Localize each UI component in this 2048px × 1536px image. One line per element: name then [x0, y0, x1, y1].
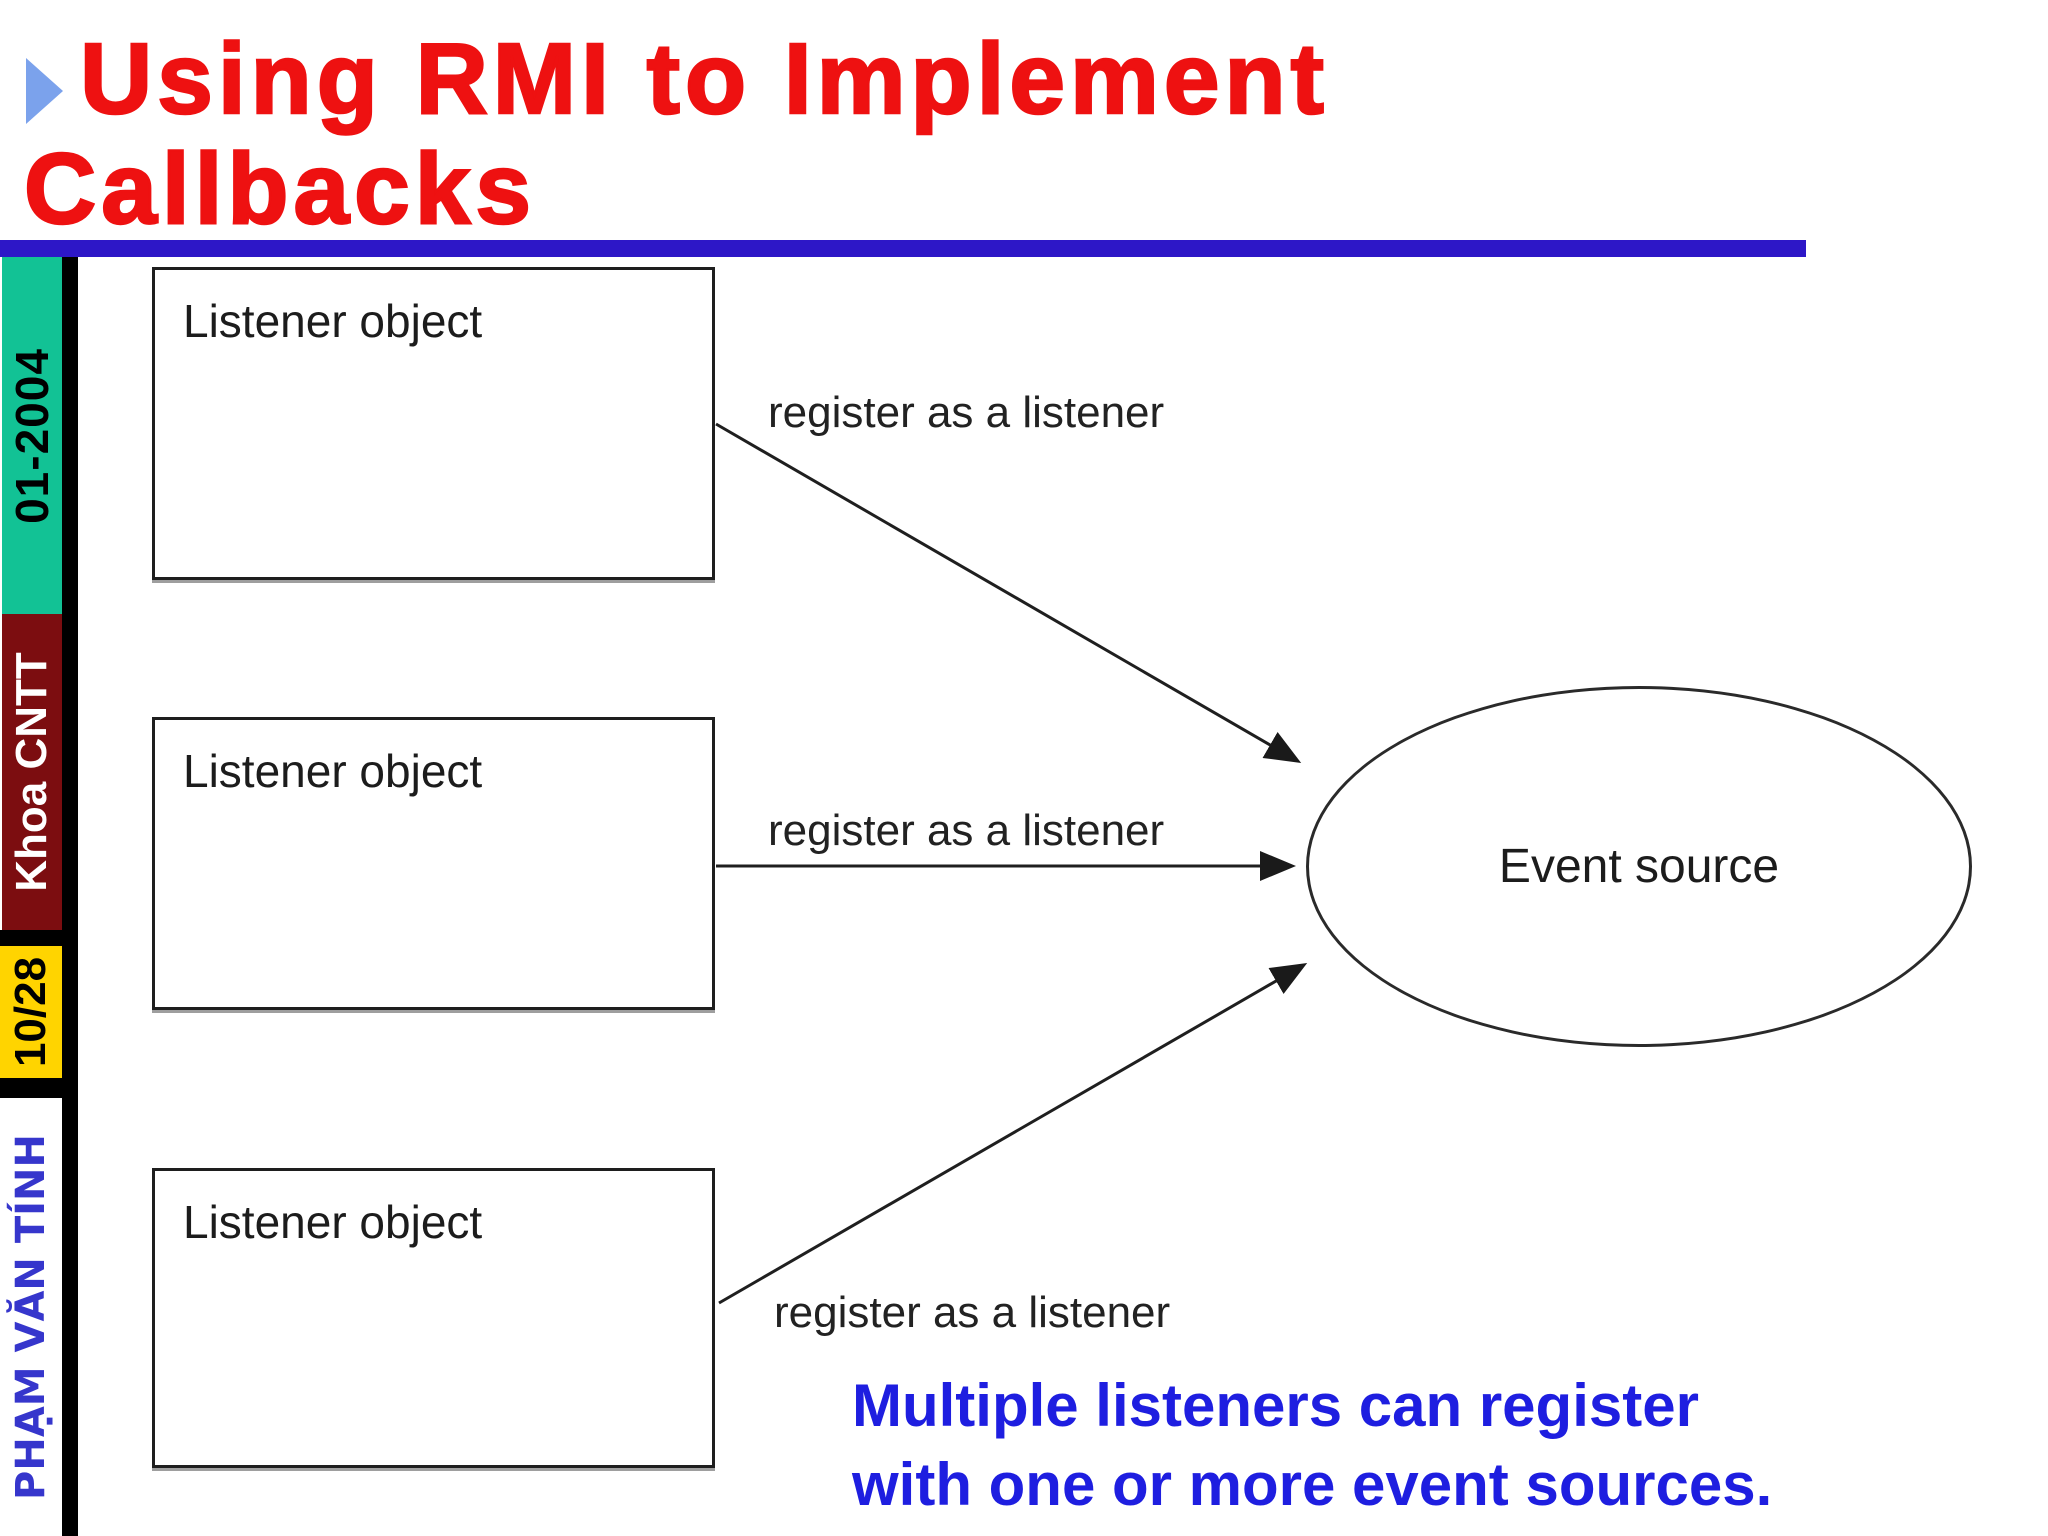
slide-caption: Multiple listeners can register with one… [852, 1366, 1772, 1524]
sidebar-page-number-block: 10/28 [0, 946, 62, 1078]
event-source-label: Event source [1498, 840, 1780, 893]
sidebar-date-label: 01-2004 [6, 347, 59, 524]
title-underline-rule [0, 240, 1806, 257]
page-title: Using RMI to Implement Callbacks [23, 23, 1814, 246]
page-title-line-1: Using RMI to Implement [79, 23, 1329, 136]
listener-object-label: Listener object [183, 1196, 483, 1248]
slide-caption-line-2: with one or more event sources. [852, 1451, 1773, 1518]
register-arrow-3 [718, 962, 1308, 1305]
sidebar-author-block: PHẠM VĂN TÍNH [0, 1098, 62, 1536]
register-arrow-label-3: register as a listener [774, 1288, 1171, 1337]
sidebar-date-block: 01-2004 [2, 257, 62, 614]
sidebar-department-label: Khoa CNTT [7, 652, 56, 892]
listener-object-label: Listener object [183, 745, 483, 797]
listener-object-box-1: Listener object [152, 267, 715, 580]
sidebar-department-block: Khoa CNTT [2, 614, 62, 930]
register-arrow-label-2: register as a listener [768, 806, 1165, 855]
sidebar-divider-band [0, 930, 78, 946]
sidebar-author-label: PHẠM VĂN TÍNH [8, 1134, 55, 1500]
listener-object-label: Listener object [183, 295, 483, 347]
sidebar-page-number-label: 10/28 [6, 956, 56, 1068]
listener-object-box-3: Listener object [152, 1168, 715, 1468]
sidebar-divider-band [0, 1078, 78, 1098]
listener-object-box-2: Listener object [152, 717, 715, 1010]
sidebar-vertical-stripe [62, 257, 78, 1536]
register-arrow-label-1: register as a listener [768, 388, 1165, 437]
page-title-line-2: Callbacks [23, 133, 536, 246]
slide-caption-line-1: Multiple listeners can register [852, 1372, 1699, 1439]
register-arrow-1 [715, 422, 1302, 764]
event-source-ellipse: Event source [1306, 686, 1972, 1047]
title-bullet-arrow-icon [26, 58, 63, 124]
